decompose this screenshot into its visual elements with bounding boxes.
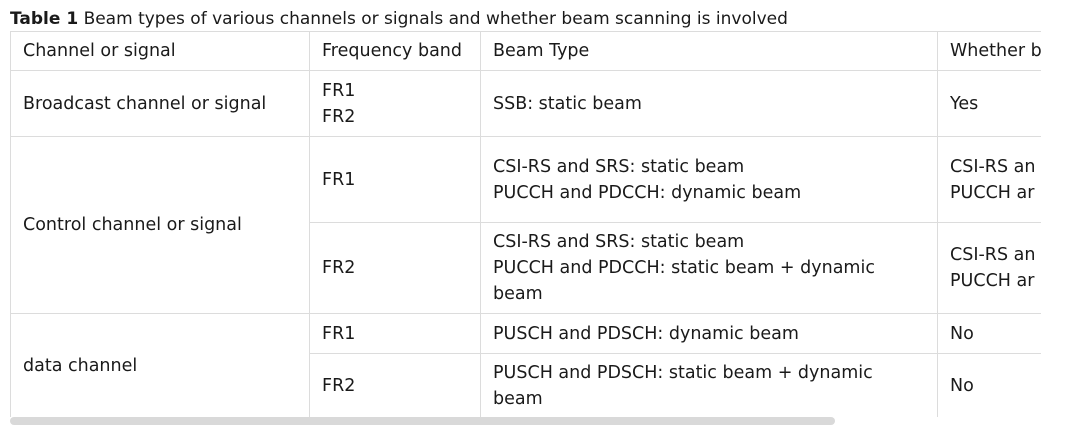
- band-line: FR2: [322, 376, 356, 396]
- band-line: FR2: [322, 106, 356, 127]
- header-beam-scanning: Whether b: [937, 31, 1041, 71]
- cell-beam-type: SSB: static beam: [480, 70, 938, 137]
- beam-line: CSI-RS and SRS: static beam: [493, 156, 745, 177]
- table-row: Broadcast channel or signal FR1 FR2 SSB:…: [10, 70, 1041, 137]
- table-scroll-container[interactable]: Channel or signal Frequency band Beam Ty…: [10, 31, 1041, 417]
- scan-line: Yes: [950, 93, 979, 114]
- horizontal-scrollbar[interactable]: [10, 417, 1041, 425]
- scrollbar-thumb[interactable]: [10, 417, 835, 425]
- header-beam-type: Beam Type: [480, 31, 938, 71]
- cell-scanning: CSI-RS an PUCCH ar: [937, 136, 1041, 223]
- table-caption-text: Beam types of various channels or signal…: [83, 9, 788, 29]
- scan-line: CSI-RS an: [950, 245, 1036, 265]
- cell-beam-type: PUSCH and PDSCH: static beam + dynamic b…: [480, 353, 938, 417]
- table-row: FR2 CSI-RS and SRS: static beam PUCCH an…: [11, 222, 1041, 314]
- cell-scanning: No: [937, 313, 1041, 354]
- table-caption-label: Table 1: [10, 9, 79, 29]
- band-line: FR2: [322, 258, 356, 278]
- header-frequency-band: Frequency band: [309, 31, 481, 71]
- table-caption: Table 1 Beam types of various channels o…: [10, 8, 788, 30]
- beam-line: PUCCH and PDCCH: dynamic beam: [493, 182, 802, 203]
- cell-channel: Broadcast channel or signal: [10, 70, 310, 137]
- cell-band: FR2: [309, 222, 481, 314]
- band-line: FR1: [322, 169, 356, 190]
- table-header-row: Channel or signal Frequency band Beam Ty…: [10, 31, 1041, 71]
- cell-beam-type: PUSCH and PDSCH: dynamic beam: [480, 313, 938, 354]
- table-row: Control channel or signal FR1 CSI-RS and…: [10, 136, 1041, 314]
- header-channel: Channel or signal: [10, 31, 310, 71]
- cell-beam-type: CSI-RS and SRS: static beam PUCCH and PD…: [480, 222, 938, 314]
- scan-line: CSI-RS an: [950, 156, 1036, 177]
- band-line: FR1: [322, 80, 356, 101]
- cell-band: FR2: [309, 353, 481, 417]
- cell-scanning: Yes: [937, 70, 1041, 137]
- beam-line: PUSCH and PDSCH: static beam + dynamic b…: [493, 363, 873, 409]
- cell-scanning: No: [937, 353, 1041, 417]
- scan-line: No: [950, 376, 974, 396]
- cell-channel: Control channel or signal: [10, 136, 310, 314]
- cell-band: FR1: [309, 136, 481, 223]
- table-row: FR2 PUSCH and PDSCH: static beam + dynam…: [11, 353, 1041, 417]
- cell-scanning: CSI-RS an PUCCH ar: [937, 222, 1041, 314]
- beam-line: PUSCH and PDSCH: dynamic beam: [493, 323, 799, 344]
- scan-line: PUCCH ar: [950, 271, 1035, 291]
- cell-channel: data channel: [10, 313, 310, 417]
- cell-band: FR1: [309, 313, 481, 354]
- cell-beam-type: CSI-RS and SRS: static beam PUCCH and PD…: [480, 136, 938, 223]
- table-row: data channel FR1 PUSCH and PDSCH: dynami…: [10, 313, 1041, 417]
- beam-types-table: Channel or signal Frequency band Beam Ty…: [10, 31, 1041, 417]
- scan-line: No: [950, 323, 974, 344]
- band-line: FR1: [322, 323, 356, 344]
- cell-band: FR1 FR2: [309, 70, 481, 137]
- beam-line: SSB: static beam: [493, 93, 642, 114]
- beam-line: PUCCH and PDCCH: static beam + dynamic b…: [493, 258, 875, 304]
- beam-line: CSI-RS and SRS: static beam: [493, 232, 745, 252]
- scan-line: PUCCH ar: [950, 182, 1035, 203]
